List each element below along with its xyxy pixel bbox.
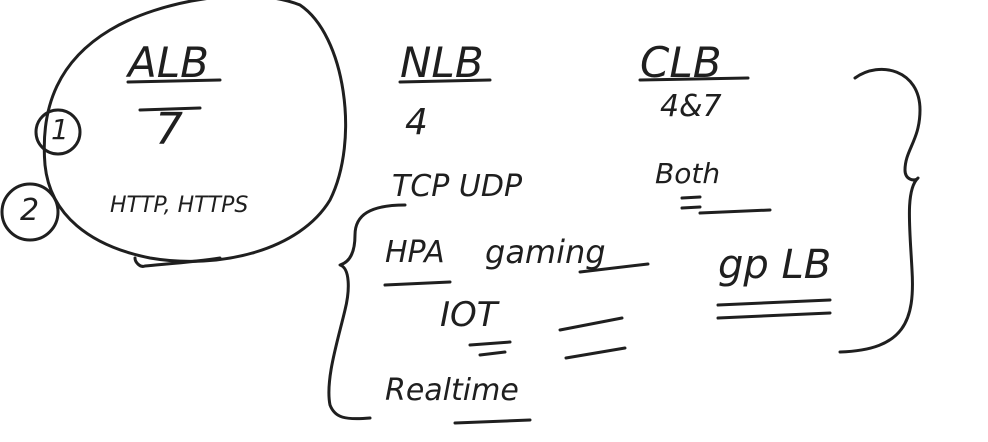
both-dash — [698, 208, 772, 215]
use-case-realtime: Realtime — [385, 373, 519, 408]
use-case-hpa: HPA — [385, 235, 445, 270]
use-case-gaming: gaming — [485, 233, 606, 271]
marker-2-label: 2 — [20, 193, 40, 228]
realtime-dash — [564, 346, 627, 360]
gplb-underline-2 — [716, 311, 832, 320]
iot-underline-1 — [468, 340, 512, 347]
both-underline-1 — [680, 195, 702, 200]
realtime-underline — [453, 418, 532, 425]
alb-circle — [42, 0, 348, 263]
clb-title: CLB — [640, 38, 722, 87]
gaming-dash — [578, 262, 650, 274]
both-underline-2 — [680, 205, 702, 210]
gplb-underline-1 — [716, 298, 832, 307]
left-curly-brace — [327, 203, 407, 421]
nlb-protocols: TCP UDP — [392, 169, 523, 204]
nlb-layer: 4 — [405, 102, 428, 143]
nlb-underline — [398, 78, 492, 84]
use-case-iot: IOT — [440, 295, 498, 335]
alb-layer-bar — [138, 106, 202, 112]
alb-protocols: HTTP, HTTPS — [110, 193, 249, 218]
alb-title: ALB — [128, 38, 209, 87]
alb-circle-underline — [133, 256, 222, 268]
clb-underline — [638, 76, 750, 82]
iot-dash — [558, 316, 624, 332]
hpa-underline — [383, 280, 452, 287]
nlb-title: NLB — [400, 38, 484, 87]
clb-layers: 4&7 — [660, 89, 722, 124]
marker-2-circle — [0, 182, 60, 242]
note-both: Both — [655, 157, 721, 190]
note-gp-lb: gp LB — [718, 242, 832, 288]
alb-underline — [126, 78, 222, 84]
marker-1-label: 1 — [51, 113, 69, 146]
iot-underline-2 — [478, 350, 507, 357]
right-curly-brace — [838, 68, 922, 354]
alb-layer: 7 — [155, 104, 183, 155]
marker-1-circle — [34, 108, 82, 156]
